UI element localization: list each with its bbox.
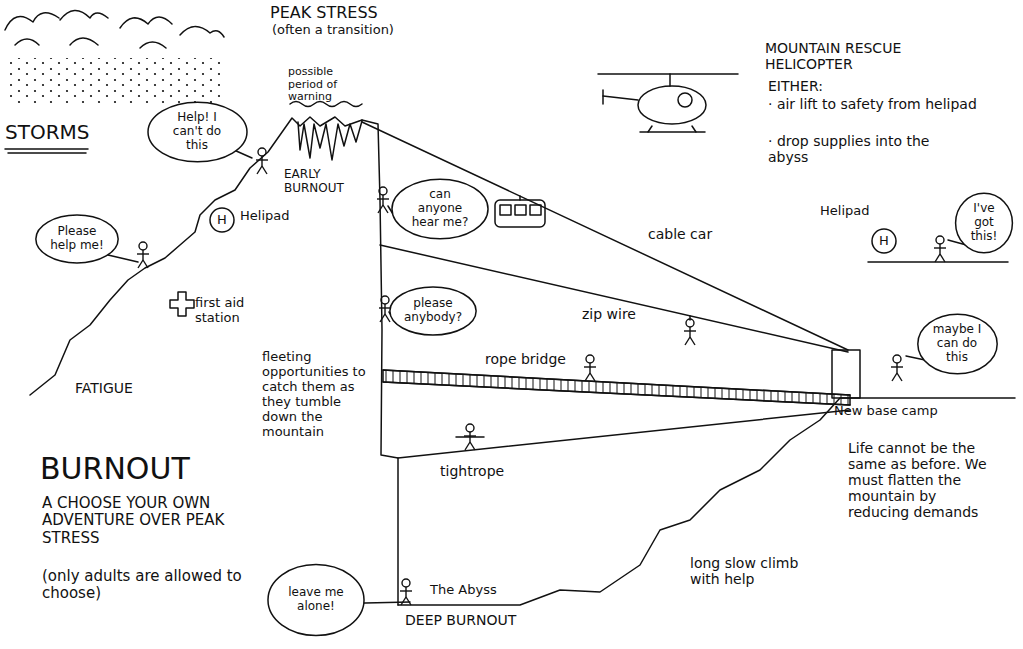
note-label: first aid station	[195, 296, 270, 326]
speech-bubble: maybe I can do this	[917, 313, 998, 375]
text-stack: leave me alone!	[283, 586, 350, 614]
bubble-text: Please help me!	[49, 225, 106, 253]
text-stack: Help! I can't do this	[163, 111, 232, 152]
helipad-circle: H	[872, 229, 896, 253]
bubble-text: leave me alone!	[283, 586, 350, 614]
note-label: MOUNTAIN RESCUE HELICOPTER	[765, 40, 915, 72]
speech-bubble: I've got this!	[955, 192, 1013, 254]
note-label: DEEP BURNOUT	[405, 612, 516, 628]
note-label: · drop supplies into the abyss	[768, 133, 973, 165]
note-label: PEAK STRESS	[270, 4, 378, 22]
bubble-text: I've got this!	[965, 202, 1004, 243]
note-label: (only adults are allowed to choose)	[42, 568, 247, 603]
speech-bubble: Please help me!	[35, 214, 119, 264]
text-stack: H	[879, 234, 889, 249]
note-label: fleeting opportunities to catch them as …	[262, 350, 374, 440]
bubble-text: can anyone hear me?	[407, 188, 474, 229]
note-label: possible period of warning	[288, 66, 366, 104]
note-label: Helipad	[240, 209, 289, 224]
note-label: The Abyss	[430, 583, 497, 598]
text-stack: Please help me!	[49, 225, 106, 253]
note-label: long slow climb with help	[690, 555, 802, 587]
speech-bubble: Help! I can't do this	[147, 101, 248, 163]
bubble-text: maybe I can do this	[930, 323, 985, 364]
helipad-circle: H	[210, 208, 234, 232]
note-label: rope bridge	[485, 351, 566, 367]
note-label: tightrope	[440, 463, 504, 479]
speech-bubble: can anyone hear me?	[391, 178, 489, 240]
note-label: A CHOOSE YOUR OWN ADVENTURE OVER PEAK ST…	[42, 495, 267, 547]
note-label: · air lift to safety from helipad	[768, 96, 983, 112]
text-stack: I've got this!	[965, 202, 1004, 243]
note-label: FATIGUE	[75, 380, 133, 396]
bubble-text: Help! I can't do this	[163, 111, 232, 152]
text-stack: please anybody?	[403, 297, 463, 325]
diagram-title: BURNOUT	[40, 452, 190, 487]
speech-bubble: please anybody?	[389, 286, 477, 336]
bubble-text: please anybody?	[403, 297, 463, 325]
note-label: cable car	[648, 226, 712, 242]
note-label: (often a transition)	[272, 23, 394, 38]
note-label: EITHER:	[768, 78, 823, 94]
note-label: Helipad	[820, 204, 869, 219]
text-stack: H	[217, 213, 227, 228]
helipad-letter: H	[217, 213, 227, 228]
note-label: STORMS	[5, 121, 90, 144]
note-label: EARLY BURNOUT	[284, 168, 354, 196]
note-label: zip wire	[582, 306, 636, 322]
text-stack: can anyone hear me?	[407, 188, 474, 229]
note-label: New base camp	[834, 404, 938, 419]
note-label: Life cannot be the same as before. We mu…	[848, 440, 988, 520]
helipad-letter: H	[879, 234, 889, 249]
speech-bubble: leave me alone!	[267, 563, 365, 637]
text-stack: maybe I can do this	[930, 323, 985, 364]
